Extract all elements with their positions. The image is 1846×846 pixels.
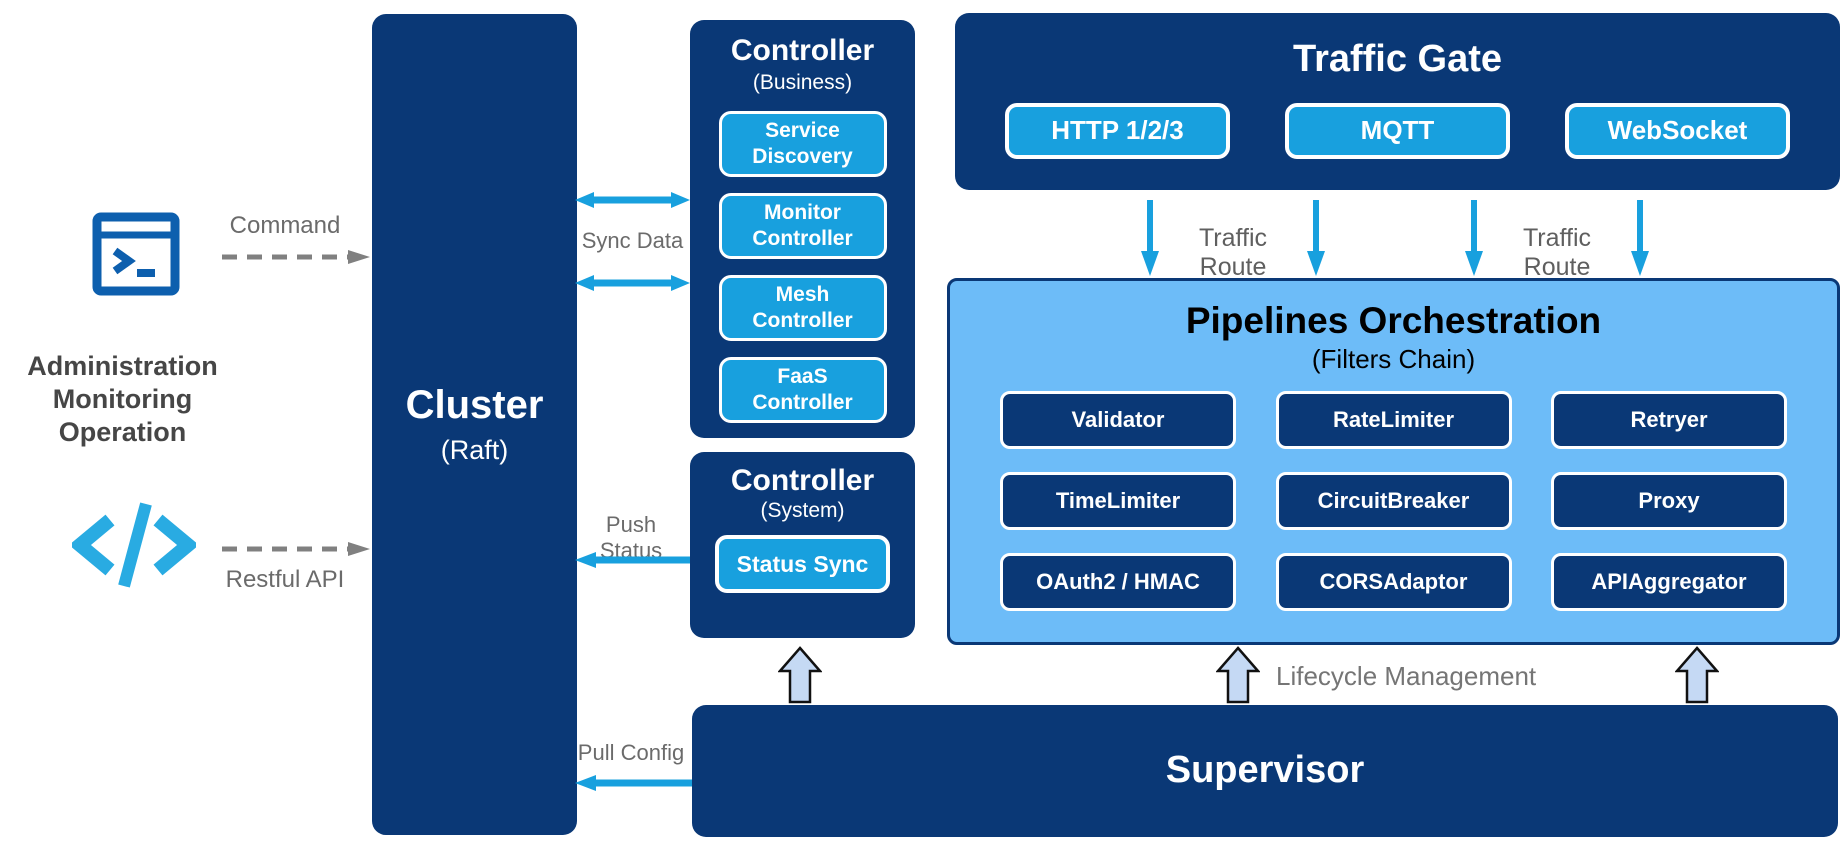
http-button: HTTP 1/2/3 bbox=[1005, 102, 1230, 159]
pull-config-label: Pull Config bbox=[577, 740, 685, 765]
monitor-controller-button: Monitor Controller bbox=[718, 193, 887, 259]
controller-system-subtitle: (System) bbox=[760, 499, 845, 522]
restful-dashed-arrow bbox=[222, 540, 370, 558]
lifecycle-up-arrow bbox=[1675, 646, 1719, 704]
controller-system-box: Controller (System) Status Sync bbox=[690, 452, 915, 638]
faas-controller-button: FaaS Controller bbox=[718, 357, 887, 423]
controller-business-box: Controller (Business) Service Discovery … bbox=[690, 20, 915, 438]
pipelines-title: Pipelines Orchestration bbox=[1185, 300, 1602, 341]
traffic-route-label: Traffic Route bbox=[1198, 224, 1268, 281]
command-label: Command bbox=[229, 212, 341, 239]
admin-caption-line: Operation bbox=[58, 416, 187, 447]
traffic-route-arrow bbox=[1465, 200, 1483, 276]
terminal-icon bbox=[92, 212, 180, 296]
websocket-button: WebSocket bbox=[1565, 102, 1790, 159]
controller-system-title: Controller bbox=[730, 464, 875, 497]
filters-grid: Validator RateLimiter Retryer TimeLimite… bbox=[950, 390, 1837, 611]
controller-business-title: Controller bbox=[730, 34, 875, 67]
cluster-subtitle: (Raft) bbox=[440, 435, 509, 465]
sync-data-arrow-bottom bbox=[575, 274, 690, 292]
code-icon bbox=[72, 498, 196, 590]
cluster-box: Cluster (Raft) bbox=[372, 14, 577, 835]
status-sync-button: Status Sync bbox=[715, 535, 890, 593]
traffic-gate-protocols: HTTP 1/2/3 MQTT WebSocket bbox=[955, 102, 1840, 159]
admin-caption-line: Monitoring bbox=[52, 383, 193, 414]
pipelines-subtitle: (Filters Chain) bbox=[1311, 343, 1476, 374]
pull-config-arrow bbox=[575, 774, 692, 792]
supervisor-title: Supervisor bbox=[1165, 749, 1365, 792]
traffic-route-arrow bbox=[1307, 200, 1325, 276]
ratelimiter-filter: RateLimiter bbox=[1275, 390, 1512, 449]
command-dashed-arrow bbox=[222, 248, 370, 266]
admin-caption: Administration Monitoring Operation bbox=[0, 350, 245, 449]
timelimiter-filter: TimeLimiter bbox=[1000, 471, 1236, 530]
admin-caption-line: Administration bbox=[27, 351, 218, 381]
lifecycle-management-label: Lifecycle Management bbox=[1276, 661, 1537, 691]
sync-data-arrow-top bbox=[575, 191, 690, 209]
push-status-arrow bbox=[575, 551, 690, 569]
supervisor-box: Supervisor bbox=[692, 705, 1838, 837]
restful-api-label: Restful API bbox=[225, 566, 345, 593]
cluster-title: Cluster bbox=[405, 383, 544, 427]
proxy-filter: Proxy bbox=[1551, 471, 1787, 530]
mqtt-button: MQTT bbox=[1285, 102, 1510, 159]
traffic-gate-title: Traffic Gate bbox=[1292, 38, 1503, 80]
service-discovery-button: Service Discovery bbox=[718, 111, 887, 177]
sync-data-label: Sync Data bbox=[581, 228, 684, 253]
controller-business-subtitle: (Business) bbox=[752, 71, 853, 94]
circuitbreaker-filter: CircuitBreaker bbox=[1275, 471, 1512, 530]
traffic-route-arrow bbox=[1631, 200, 1649, 276]
lifecycle-up-arrow bbox=[778, 646, 822, 704]
traffic-gate-box: Traffic Gate HTTP 1/2/3 MQTT WebSocket bbox=[955, 13, 1840, 190]
apiaggregator-filter: APIAggregator bbox=[1551, 552, 1787, 611]
lifecycle-up-arrow bbox=[1216, 646, 1260, 704]
retryer-filter: Retryer bbox=[1551, 390, 1787, 449]
oauth2-hmac-filter: OAuth2 / HMAC bbox=[1000, 552, 1236, 611]
corsadaptor-filter: CORSAdaptor bbox=[1275, 552, 1512, 611]
traffic-route-label: Traffic Route bbox=[1522, 224, 1592, 281]
pipelines-orchestration-box: Pipelines Orchestration (Filters Chain) … bbox=[947, 278, 1840, 645]
mesh-controller-button: Mesh Controller bbox=[718, 275, 887, 341]
validator-filter: Validator bbox=[1000, 390, 1236, 449]
traffic-route-arrow bbox=[1141, 200, 1159, 276]
